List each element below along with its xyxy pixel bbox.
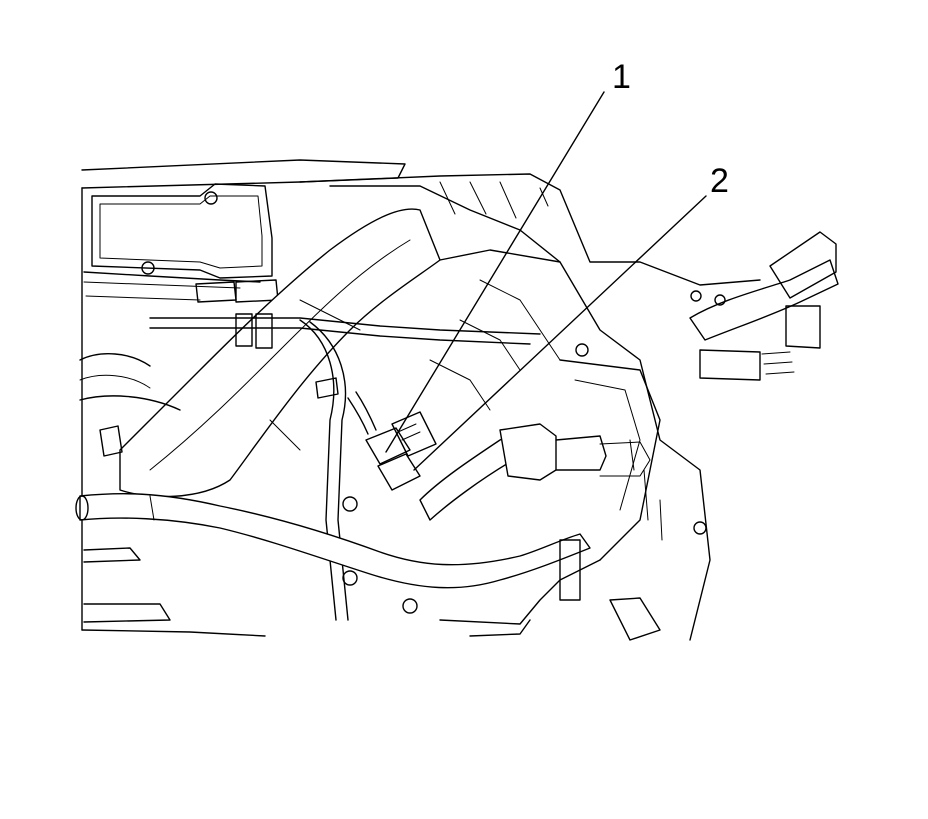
callout-1-leader (385, 91, 605, 453)
connector-component (347, 391, 437, 491)
callout-leaders (385, 91, 707, 471)
callout-2-label: 2 (710, 162, 729, 200)
lower-bracket (439, 539, 661, 641)
left-mount-bracket (83, 183, 279, 303)
upper-wiring-harness (149, 313, 541, 621)
coolant-hose (689, 231, 839, 381)
lower-wiring-harness (75, 493, 591, 589)
intake-manifold (429, 249, 711, 641)
fasteners (342, 290, 726, 614)
callout-1-label: 1 (612, 58, 631, 96)
hose-assembly (419, 423, 651, 521)
left-side-components (79, 353, 181, 623)
engine-cover (81, 159, 761, 637)
intake-tube (119, 208, 441, 498)
callout-2-leader (413, 195, 707, 471)
